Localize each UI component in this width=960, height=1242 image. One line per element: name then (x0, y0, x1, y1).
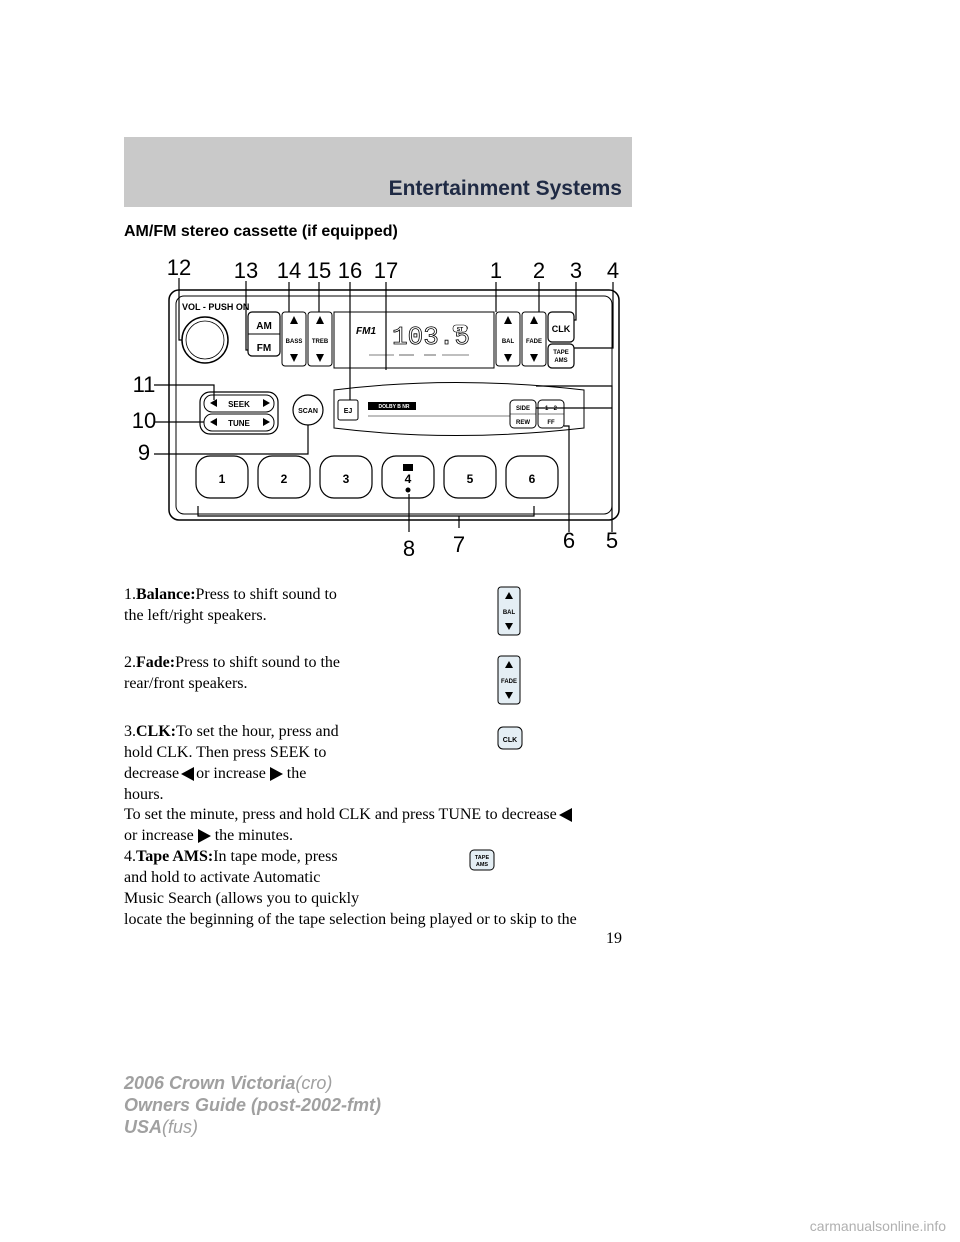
section-title: AM/FM stereo cassette (if equipped) (124, 223, 398, 240)
svg-text:FADE: FADE (501, 679, 517, 685)
svg-text:10: 10 (132, 408, 156, 433)
svg-text:9: 9 (138, 440, 150, 465)
callout-numbers: 12 13 14 15 16 17 1 2 3 4 11 10 9 8 7 6 … (132, 255, 619, 561)
svg-text:4: 4 (607, 258, 619, 283)
svg-text:3: 3 (570, 258, 582, 283)
svg-text:12: 12 (167, 255, 191, 280)
svg-text:15: 15 (307, 258, 331, 283)
svg-text:13: 13 (234, 258, 258, 283)
tape-ams-button (547, 343, 575, 369)
svg-text:7: 7 (453, 532, 465, 557)
right-arrow-icon (197, 829, 211, 844)
svg-text:BAL: BAL (502, 339, 515, 345)
svg-text:TAPE: TAPE (553, 350, 569, 356)
svg-text:SIDE: SIDE (516, 406, 530, 412)
svg-text:AMS: AMS (554, 358, 567, 364)
eject-button (337, 399, 359, 421)
svg-text:REW: REW (516, 420, 530, 426)
svg-text:8: 8 (403, 536, 415, 561)
svg-text:6: 6 (563, 528, 575, 553)
svg-text:11: 11 (133, 372, 156, 397)
svg-text:2: 2 (533, 258, 545, 283)
left-arrow-icon (558, 808, 572, 823)
svg-text:DOLBY B NR: DOLBY B NR (378, 404, 409, 410)
preset-buttons: 1 2 3 4 5 6 (195, 455, 559, 499)
svg-text:CLK: CLK (552, 324, 571, 334)
svg-text:TAPE: TAPE (475, 855, 490, 861)
svg-text:TREB: TREB (312, 339, 329, 345)
header-band: Entertainment Systems (124, 137, 632, 207)
radio-diagram: VOL - PUSH ON AM FM BASS TREB FM1 103.5 … (132, 255, 620, 561)
left-arrow-icon (181, 767, 195, 782)
item-fade: 2.Fade:Press to shift sound to the rear/… (124, 654, 340, 692)
bal-button (495, 311, 521, 367)
svg-text:5: 5 (606, 528, 618, 553)
svg-text:TUNE: TUNE (228, 419, 250, 428)
svg-text:FF: FF (547, 420, 555, 426)
seek-button (203, 394, 275, 413)
bass-button (281, 311, 307, 367)
display (333, 311, 495, 369)
svg-text:ST: ST (457, 327, 463, 333)
minute-instructions: To set the minute, press and hold CLK an… (124, 804, 574, 846)
svg-text:EJ: EJ (344, 408, 353, 415)
page-header-title: Entertainment Systems (388, 177, 622, 200)
bal-button-icon: BAL (497, 586, 521, 636)
volume-knob (181, 316, 229, 364)
svg-text:1: 1 (490, 258, 502, 283)
right-arrow-icon (269, 767, 283, 782)
item-balance: 1.Balance:Press to shift sound to the le… (124, 586, 337, 624)
fade-button (521, 311, 547, 367)
svg-text:3: 3 (343, 472, 350, 486)
svg-text:16: 16 (338, 258, 362, 283)
fade-button-icon: FADE (497, 655, 521, 705)
svg-text:6: 6 (529, 472, 536, 486)
svg-text:4: 4 (405, 472, 412, 486)
svg-text:AMS: AMS (476, 862, 489, 868)
svg-text:SEEK: SEEK (228, 400, 250, 409)
item-tape-ams: 4.Tape AMS:In tape mode, press and hold … (124, 848, 577, 928)
svg-text:5: 5 (467, 472, 474, 486)
svg-text:2: 2 (281, 472, 288, 486)
svg-text:1 - 2: 1 - 2 (545, 406, 558, 412)
treb-button (307, 311, 333, 367)
svg-text:CLK: CLK (503, 737, 517, 744)
svg-text:BAL: BAL (503, 610, 516, 616)
page-number: 19 (606, 930, 622, 947)
svg-text:14: 14 (277, 258, 301, 283)
svg-text:FM1: FM1 (356, 326, 376, 337)
footer: 2006 Crown Victoria(cro) Owners Guide (p… (124, 1073, 382, 1137)
am-label: AM (256, 321, 272, 332)
item-clk: 3.CLK:To set the hour, press and hold CL… (124, 723, 339, 803)
clk-button-icon: CLK (497, 726, 523, 750)
svg-text:1: 1 (219, 472, 226, 486)
svg-text:FADE: FADE (526, 339, 542, 345)
clk-button (547, 311, 575, 343)
fm-label: FM (257, 343, 271, 354)
tape-ams-button-icon: TAPE AMS (469, 849, 495, 871)
svg-text:SCAN: SCAN (298, 408, 318, 415)
vol-label: VOL - PUSH ON (182, 302, 249, 312)
svg-text:BASS: BASS (286, 339, 303, 345)
watermark: carmanualsonline.info (809, 1218, 946, 1234)
svg-text:17: 17 (374, 258, 398, 283)
